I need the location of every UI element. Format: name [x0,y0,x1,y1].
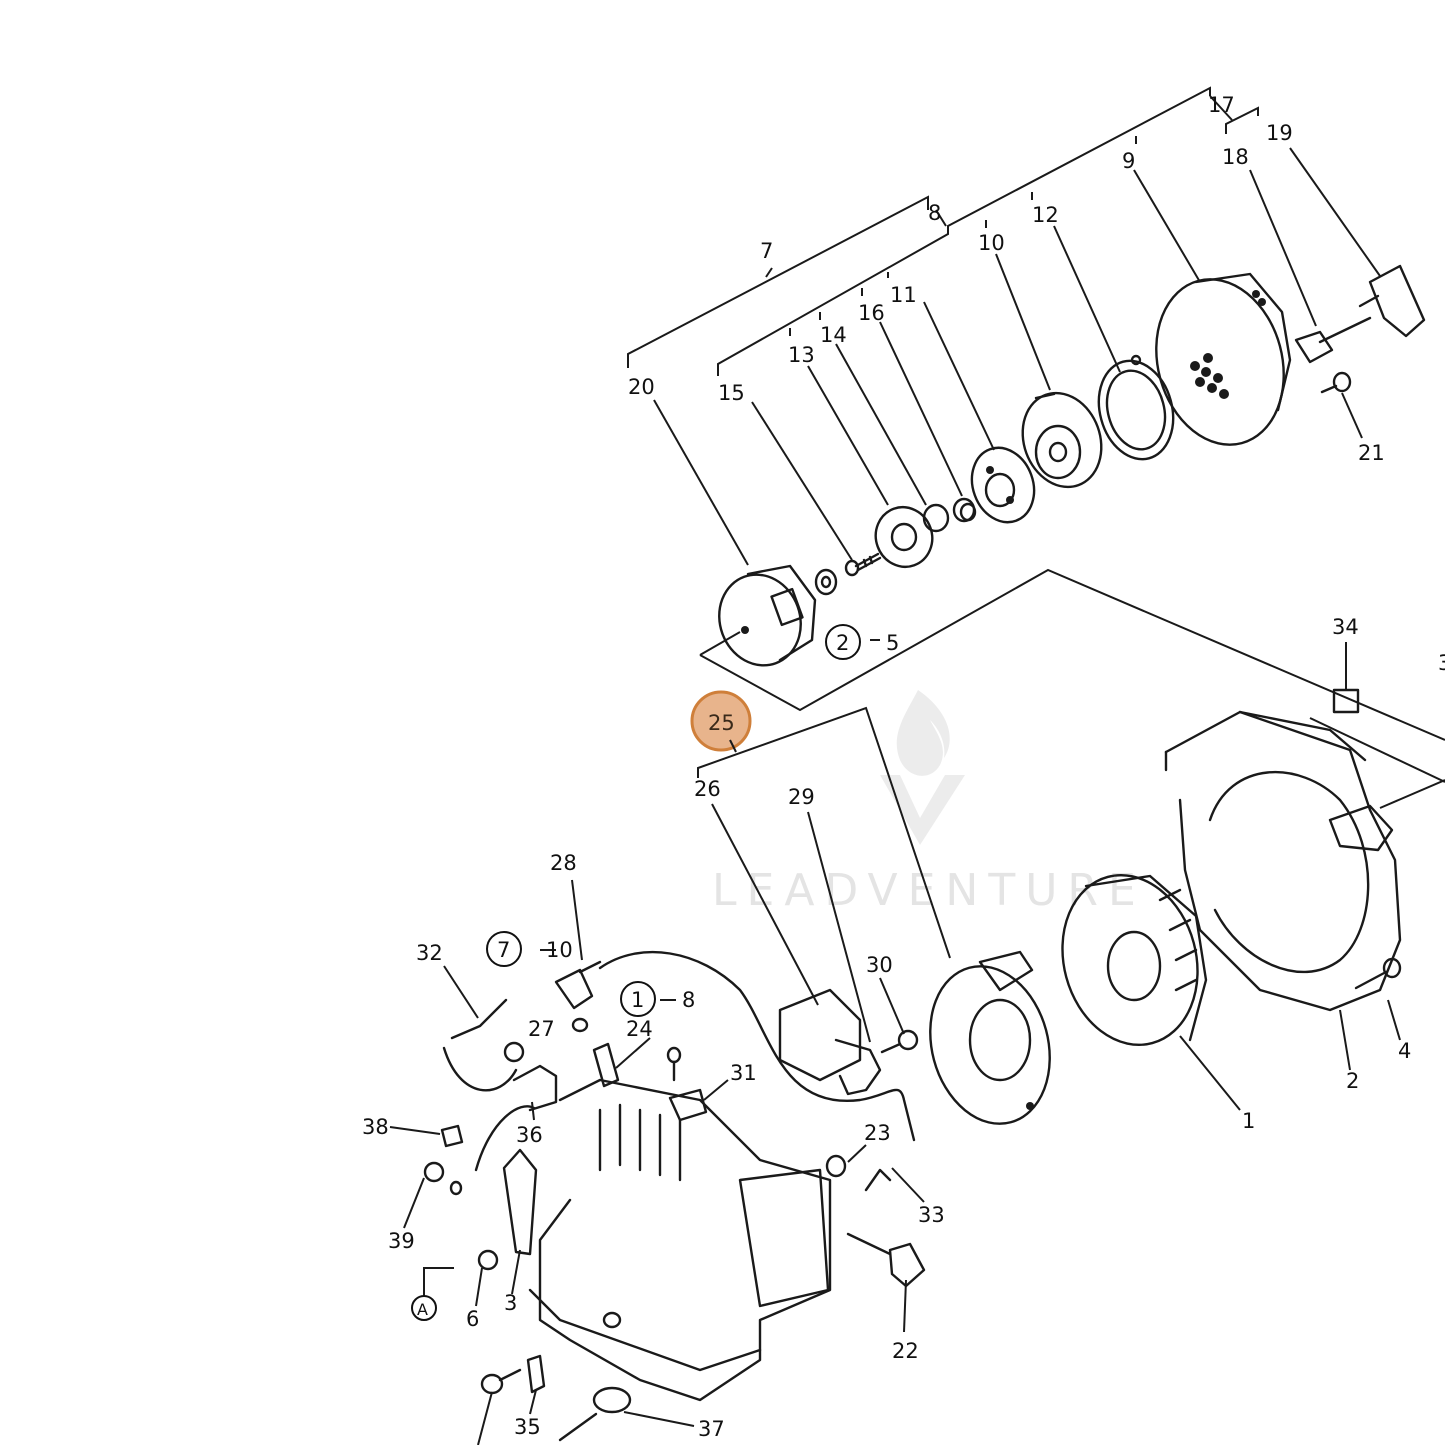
part-12-spiral-spring [1097,354,1175,461]
ref-circle-7 [486,931,522,967]
part-bolt-28-base [503,1041,525,1063]
callout-16: 16 [858,301,885,325]
part-35-screw [526,1354,546,1394]
callout-33: 33 [918,1203,945,1227]
watermark-text: LEADVENTURE [712,865,1146,916]
part-22-switch [846,1232,926,1288]
callout-34: 34 [1332,615,1359,639]
callout-35: 35 [514,1415,541,1439]
callout-28: 28 [550,851,577,875]
part-nut-small [814,568,838,596]
ignition-wire [598,950,916,1142]
callout-19: 19 [1266,121,1293,145]
part-32-wire [442,998,536,1172]
engine-block [528,1078,832,1402]
callout-6: 6 [466,1307,479,1331]
part-39-bolt [423,1161,463,1196]
callout-38: 38 [362,1115,389,1139]
upper-group-brackets [627,86,1259,376]
part-10-rope-pulley [1021,391,1103,489]
part-6-bolt [477,1249,499,1271]
part-29-ignition-coil [778,988,882,1096]
callout-22: 22 [892,1339,919,1363]
ref-1-target: 8 [682,988,695,1012]
assembly-outlines [697,568,1445,959]
part-4-bolt [1354,957,1402,990]
leader-lines [389,147,1401,1445]
callout-21: 21 [1358,441,1385,465]
watermark-flame-icon [880,690,965,845]
callout-27: 27 [528,1017,555,1041]
part-19-starter-handle [1358,264,1426,338]
callout-23: 23 [864,1121,891,1145]
callout-3: 3 [504,1291,517,1315]
callout-24: 24 [626,1017,653,1041]
part-13-ratchet [874,506,934,568]
callout-7: 7 [760,239,773,263]
callout-32: 32 [416,941,443,965]
ref-circle-A-label: A [417,1300,428,1319]
part-21-bolt [1320,371,1352,394]
callout-1: 1 [1242,1109,1255,1133]
callout-39: 39 [388,1229,415,1253]
part-30-bolt [880,1029,919,1054]
callout-labels: 7 8 9 10 11 12 13 14 15 16 17 18 19 20 2… [362,93,1445,1441]
ref-circle-2 [825,624,861,660]
part-23-spacer [825,1154,847,1178]
part-20-starter-pulley [718,564,817,667]
part-2-fan-housing [1164,688,1402,1012]
callout-13: 13 [788,343,815,367]
part-18-rope-guide [1294,316,1372,364]
part-37-drain-plug [558,1386,632,1442]
callout-partial-edge: 3 [1438,651,1445,675]
ref-circle-1 [620,981,656,1017]
callout-14: 14 [820,323,847,347]
part-15-bolt [844,552,882,577]
part-38-cable-clip [440,1124,464,1148]
part-27-clip [571,1017,589,1033]
part-36-bracket [512,1064,558,1112]
ref-circle-2-label: 2 [836,631,849,655]
callout-37: 37 [698,1417,725,1441]
callout-20: 20 [628,375,655,399]
callout-29: 29 [788,785,815,809]
watermark: LEADVENTURE [712,690,1146,916]
part-9-starter-case [1155,272,1292,446]
callout-2: 2 [1346,1069,1359,1093]
part-11-reel [970,446,1036,524]
part-26-ignition-plate [929,950,1051,1125]
callout-12: 12 [1032,203,1059,227]
callout-18: 18 [1222,145,1249,169]
callout-11: 11 [890,283,917,307]
part-33-terminal [864,1168,892,1192]
callout-36: 36 [516,1123,543,1147]
part-3-control-plate [502,1148,538,1256]
callout-31: 31 [730,1061,757,1085]
part-16-spring [952,497,977,523]
ref-circle-A [411,1295,437,1321]
part-28-spark-plug-cap [554,960,602,1010]
callout-17: 17 [1208,93,1235,117]
callout-26: 26 [694,777,721,801]
part-small-bolt-8 [666,1046,682,1082]
ref-7-target: 10 [546,938,573,962]
part-24-spark-plug [592,1042,620,1088]
part-31-clamp [668,1088,708,1122]
ref-circle-1-label: 1 [631,988,644,1012]
callout-15: 15 [718,381,745,405]
part-1-flywheel [1061,873,1208,1047]
callout-8: 8 [928,201,941,225]
callout-4: 4 [1398,1039,1411,1063]
callout-9: 9 [1122,149,1135,173]
part-bolt-bottom-left [480,1368,522,1395]
ref-circle-7-label: 7 [497,938,510,962]
callout-10: 10 [978,231,1005,255]
ref-2-target: 5 [886,631,899,655]
callout-30: 30 [866,953,893,977]
part-14-washer [922,503,950,533]
highlight-marker-25[interactable] [690,690,752,752]
highlight-label-25[interactable]: 25 [708,711,735,735]
